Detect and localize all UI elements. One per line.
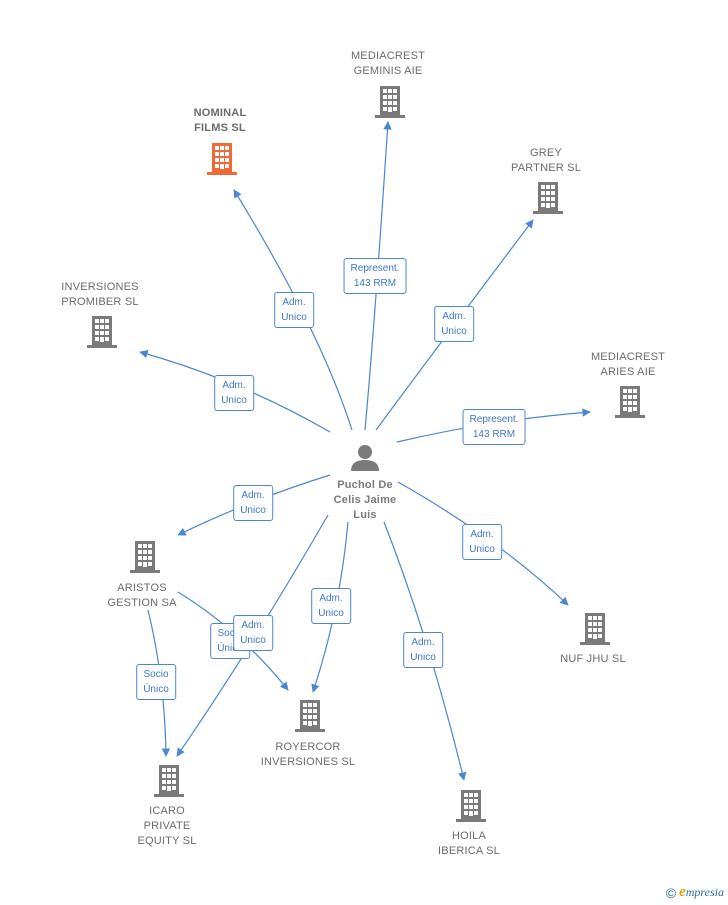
edge-label-royercor: Adm. Unico [311,588,351,624]
edge-geminis [364,121,392,431]
node-label-hoila[interactable]: HOILA IBERICA SL [438,830,500,857]
copyright-icon: © [665,884,677,901]
footer-brand[interactable]: © empresia [666,884,724,901]
person-icon [351,445,379,471]
edge-label-nuf: Adm. Unico [462,524,502,560]
edge-label-aries: Represent. 143 RRM [462,409,526,445]
brand-logo: empresia [679,884,724,900]
building-icon-nuf-jhu [580,613,610,645]
edge-label-aristos-royercor: Socio Único [210,623,250,659]
edge-label-hoila: Adm. Unico [403,632,443,668]
building-icon-inversiones-promiber [87,316,117,348]
node-label-inversiones-promiber[interactable]: INVERSIONES PROMIBER SL [61,281,139,308]
node-label-mediacrest-geminis[interactable]: MEDIACREST GEMINIS AIE [350,50,426,77]
edge-label-nominal: Adm. Unico [274,292,314,328]
edge-label-promiber: Adm. Unico [214,375,254,411]
node-label-royercor[interactable]: ROYERCOR INVERSIONES SL [260,741,356,768]
node-label-grey-partner[interactable]: GREY PARTNER SL [510,147,582,174]
edge-label-aristos-icaro: Socio Único [136,664,176,700]
node-label-mediacrest-aries[interactable]: MEDIACREST ARIES AIE [590,351,666,378]
edge-label-grey: Adm. Unico [434,306,474,342]
building-icon-nominal-films [207,143,237,175]
building-icon-mediacrest-geminis [375,86,405,118]
building-icon-aristos-gestion [130,541,160,573]
edge-label-aristos: Adm. Unico [233,485,273,521]
node-label-aristos-gestion[interactable]: ARISTOS GESTION SA [107,582,177,609]
node-label-icaro[interactable]: ICARO PRIVATE EQUITY SL [137,805,197,847]
node-label-nuf-jhu[interactable]: NUF JHU SL [560,653,626,665]
building-icon-icaro [154,765,184,797]
building-icon-hoila [456,790,486,822]
center-person-label: Puchol De Celis Jaime Luis [333,479,397,521]
edge-label-geminis: Represent. 143 RRM [343,258,407,294]
building-icon-mediacrest-aries [615,386,645,418]
edge-label-icaro: Adm. Unico [233,615,273,651]
node-label-nominal-films[interactable]: NOMINAL FILMS SL [193,107,247,134]
building-icon-grey-partner [533,182,563,214]
building-icon-royercor [295,700,325,732]
